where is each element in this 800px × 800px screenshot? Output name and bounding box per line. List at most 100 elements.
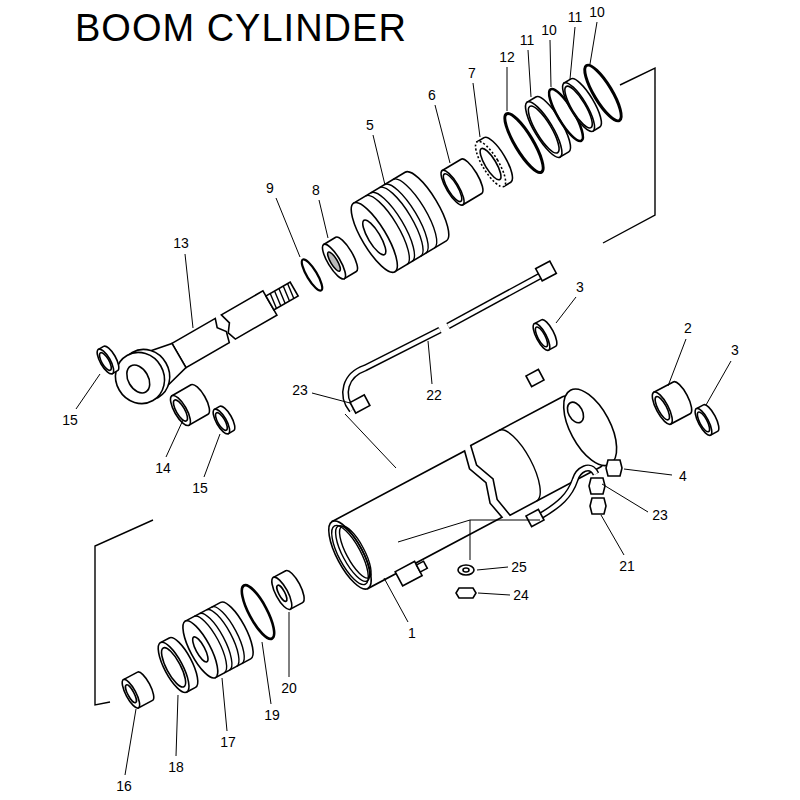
line-art bbox=[649, 389, 676, 426]
callout-number: 17 bbox=[220, 734, 236, 750]
line-art bbox=[393, 173, 444, 248]
line-art bbox=[334, 522, 377, 582]
callout-number: 8 bbox=[312, 182, 320, 198]
callout-number: 10 bbox=[589, 4, 605, 20]
dust-seal bbox=[210, 404, 238, 436]
bushing bbox=[649, 379, 696, 427]
callout-number: 10 bbox=[541, 22, 557, 38]
callout-number: 25 bbox=[511, 559, 527, 575]
line-art bbox=[122, 361, 154, 397]
line-art bbox=[416, 561, 427, 572]
line-art bbox=[171, 398, 190, 423]
line-art bbox=[692, 406, 715, 437]
line-art bbox=[190, 635, 211, 664]
line-art bbox=[123, 670, 157, 708]
line-art bbox=[269, 284, 296, 309]
line-art bbox=[530, 321, 553, 352]
wear-ring bbox=[152, 634, 203, 697]
callout-number: 3 bbox=[731, 342, 739, 358]
line-art bbox=[167, 393, 194, 428]
line-art bbox=[298, 257, 325, 293]
line-art bbox=[536, 261, 557, 281]
washer bbox=[458, 565, 474, 575]
cylinder-tube bbox=[319, 381, 632, 607]
callout-number: 6 bbox=[428, 87, 436, 103]
bushing bbox=[437, 156, 487, 208]
callout-number: 4 bbox=[679, 468, 687, 484]
line-art bbox=[499, 424, 549, 501]
collar bbox=[119, 670, 157, 710]
line-art bbox=[533, 325, 550, 348]
line-art bbox=[695, 410, 712, 433]
snap-ring bbox=[298, 257, 325, 293]
callout-number: 15 bbox=[192, 480, 208, 496]
line-art bbox=[470, 138, 510, 191]
line-art bbox=[106, 343, 174, 412]
line-art bbox=[557, 79, 600, 135]
line-art bbox=[275, 584, 289, 603]
line-art bbox=[537, 468, 596, 518]
line-art bbox=[350, 395, 370, 413]
grease-fitting bbox=[606, 460, 622, 476]
line-art bbox=[157, 645, 190, 690]
cylinder-head bbox=[343, 166, 456, 278]
assembly-line bbox=[345, 414, 540, 560]
callout-number: 15 bbox=[62, 412, 78, 428]
seal-ring bbox=[470, 134, 517, 191]
line-art bbox=[119, 677, 143, 710]
callout-number: 3 bbox=[576, 279, 584, 295]
line-art bbox=[523, 103, 564, 157]
callout-number: 20 bbox=[281, 680, 297, 696]
line-art bbox=[652, 395, 672, 422]
nut bbox=[456, 588, 476, 598]
line-art bbox=[266, 282, 298, 310]
line-art bbox=[520, 98, 568, 162]
callout-number: 21 bbox=[619, 558, 635, 574]
port-fitting bbox=[526, 369, 544, 386]
piston-rod bbox=[106, 266, 307, 412]
leader-lines bbox=[76, 22, 731, 775]
callout-number: 19 bbox=[264, 707, 280, 723]
line-art bbox=[564, 399, 587, 425]
line-art bbox=[185, 598, 259, 678]
line-art bbox=[463, 568, 469, 572]
line-art bbox=[329, 522, 376, 586]
line-art bbox=[359, 217, 390, 257]
callout-number: 9 bbox=[266, 180, 274, 196]
group-bracket bbox=[95, 520, 153, 705]
callout-number: 14 bbox=[155, 460, 171, 476]
callout-number: 7 bbox=[468, 65, 476, 81]
line-art bbox=[589, 478, 605, 494]
pipe bbox=[346, 261, 557, 413]
callout-number: 12 bbox=[499, 49, 515, 65]
line-art bbox=[579, 61, 627, 125]
line-art bbox=[326, 250, 343, 272]
line-art bbox=[210, 407, 233, 436]
line-art bbox=[343, 197, 405, 278]
callout-number: 22 bbox=[426, 387, 442, 403]
line-art bbox=[537, 468, 596, 518]
pipe bbox=[526, 468, 606, 527]
dust-seal bbox=[94, 344, 122, 376]
line-art bbox=[319, 241, 350, 281]
callout-number: 11 bbox=[520, 32, 535, 48]
dust-seal bbox=[530, 318, 560, 353]
callout-number: 11 bbox=[568, 9, 583, 25]
callout-number: 24 bbox=[513, 587, 529, 603]
line-art bbox=[477, 146, 505, 183]
diagram-title: BOOM CYLINDER bbox=[75, 7, 407, 49]
line-art bbox=[440, 171, 465, 203]
group-bracket bbox=[603, 68, 655, 243]
line-art bbox=[268, 575, 295, 612]
line-art bbox=[152, 638, 194, 696]
callout-number: 1 bbox=[408, 625, 416, 641]
nut bbox=[268, 568, 308, 612]
o-ring bbox=[579, 61, 627, 125]
line-art bbox=[448, 276, 540, 326]
line-art bbox=[448, 276, 540, 326]
line-art bbox=[213, 411, 229, 432]
callout-number: 16 bbox=[116, 778, 132, 794]
line-art bbox=[458, 565, 474, 575]
